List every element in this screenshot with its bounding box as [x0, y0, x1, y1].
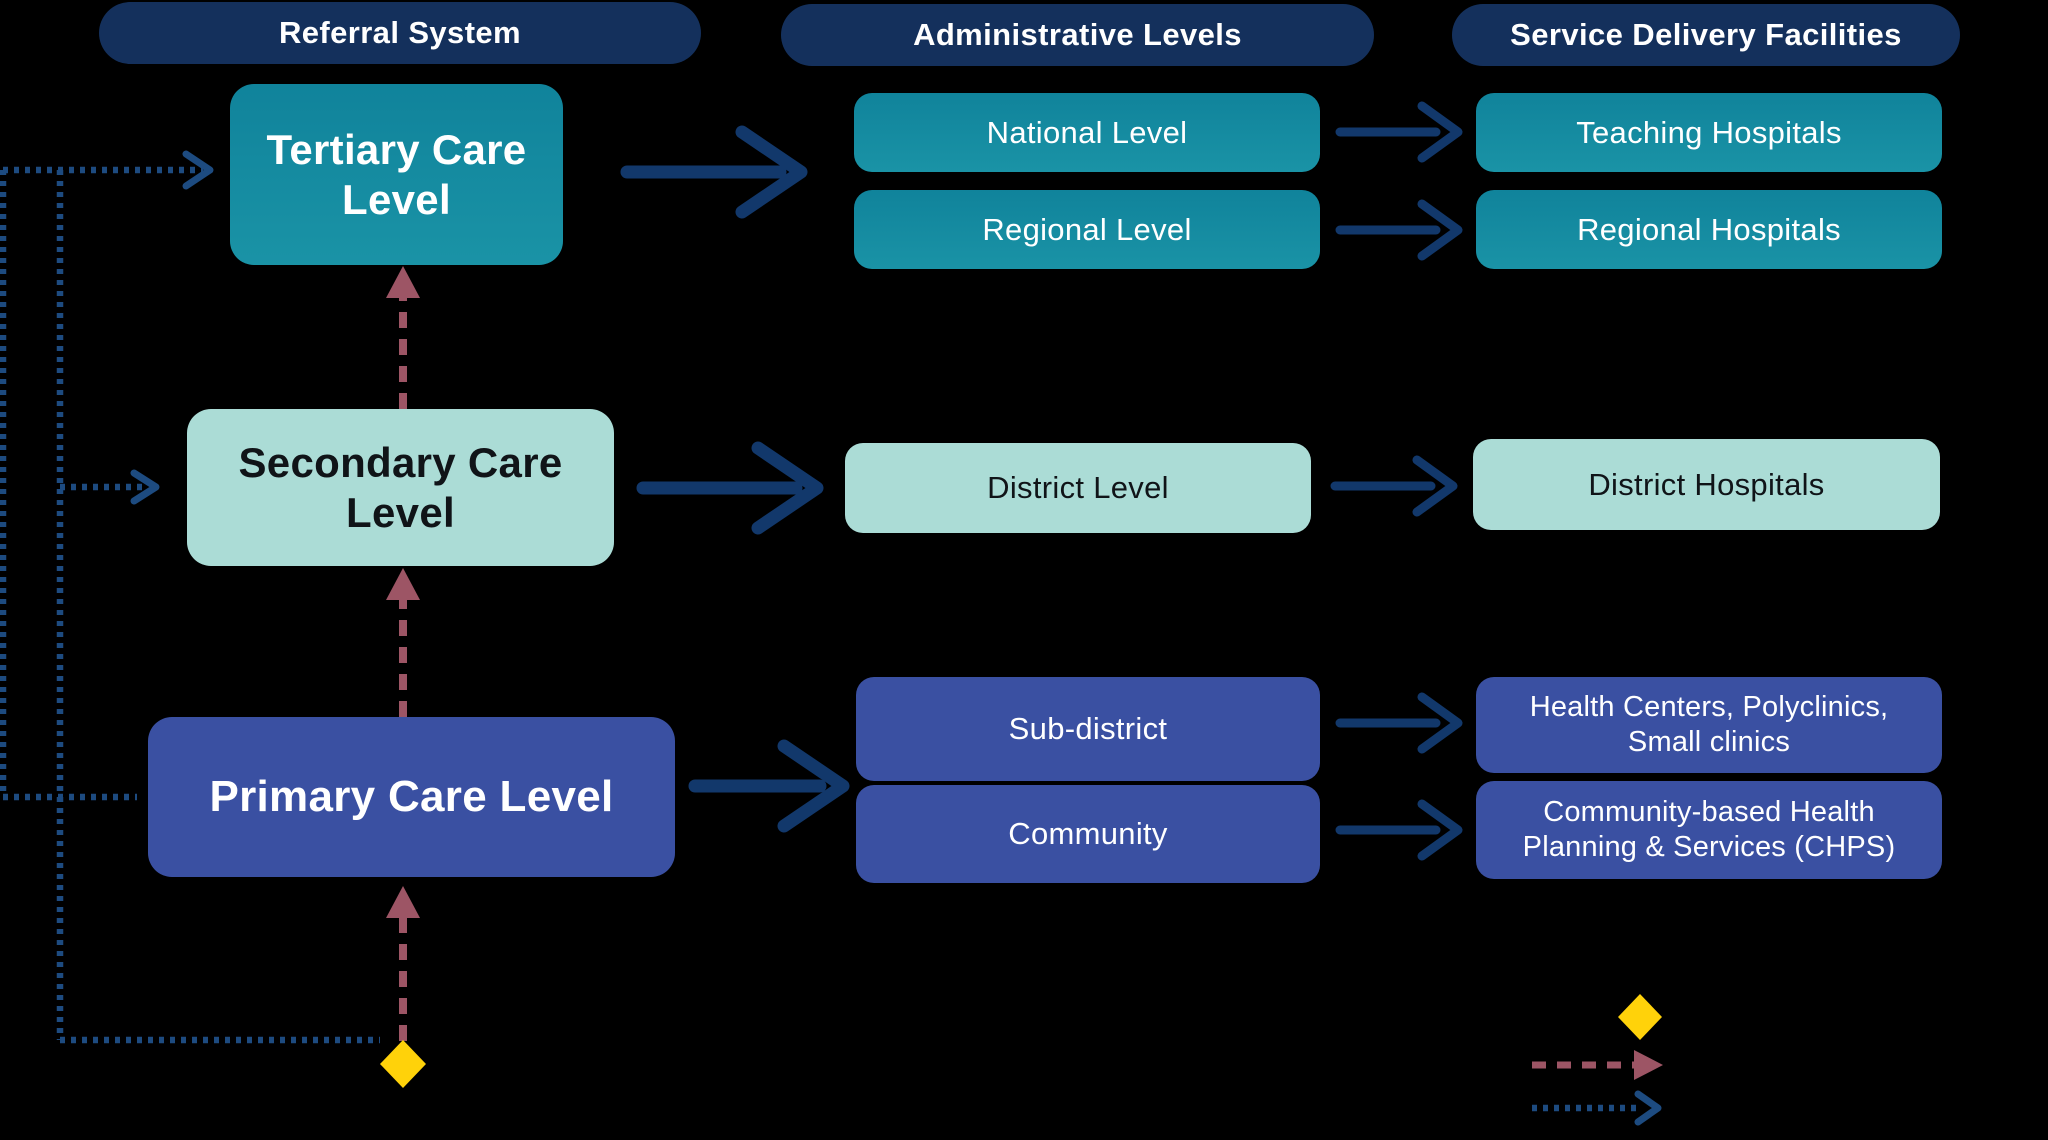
secondary-care-label: Secondary Care Level — [238, 438, 563, 536]
district-level-box: District Level — [845, 443, 1311, 533]
arrow-tertiary-to-admin — [620, 125, 808, 219]
arrow-subdistrict-to-health-centers — [1335, 692, 1463, 754]
community-box: Community — [856, 785, 1320, 883]
national-level-box: National Level — [854, 93, 1320, 172]
header-referral-system: Referral System — [99, 2, 701, 64]
header-service-delivery-facilities: Service Delivery Facilities — [1452, 4, 1960, 66]
regional-level-label: Regional Level — [982, 211, 1192, 247]
subdistrict-label: Sub-district — [1008, 711, 1168, 746]
referral-arrowhead-secondary — [386, 568, 420, 600]
dotted-arrowhead-tertiary — [182, 150, 214, 190]
regional-hospitals-label: Regional Hospitals — [1577, 211, 1841, 247]
entry-point-diamond-icon — [380, 1040, 426, 1088]
header-administrative-levels: Administrative Levels — [781, 4, 1374, 66]
referral-arrowhead-primary — [386, 886, 420, 918]
chps-label: Community-based Health Planning & Servic… — [1522, 795, 1896, 863]
header-administrative-levels-label: Administrative Levels — [913, 17, 1242, 52]
national-level-label: National Level — [986, 114, 1188, 150]
district-hospitals-label: District Hospitals — [1588, 466, 1825, 502]
arrow-national-to-teaching — [1335, 101, 1463, 163]
district-level-label: District Level — [987, 470, 1169, 505]
teaching-hospitals-box: Teaching Hospitals — [1476, 93, 1942, 172]
teaching-hospitals-label: Teaching Hospitals — [1576, 114, 1842, 150]
district-hospitals-box: District Hospitals — [1473, 439, 1940, 530]
header-referral-system-label: Referral System — [278, 15, 522, 50]
arrow-community-to-chps — [1335, 799, 1463, 861]
arrow-district-to-district-hospitals — [1330, 455, 1458, 517]
health-centers-box: Health Centers, Polyclinics, Small clini… — [1476, 677, 1942, 773]
primary-care-label: Primary Care Level — [209, 772, 614, 821]
community-label: Community — [1008, 816, 1168, 851]
regional-level-box: Regional Level — [854, 190, 1320, 269]
legend — [1532, 994, 1663, 1126]
arrow-regional-to-regional-hospitals — [1335, 199, 1463, 261]
tertiary-care-box: Tertiary Care Level — [230, 84, 563, 265]
arrow-primary-to-subdistrict — [688, 739, 850, 833]
legend-entry-diamond-icon — [1618, 994, 1662, 1040]
health-centers-label: Health Centers, Polyclinics, Small clini… — [1529, 690, 1889, 758]
legend-dotted-arrowhead — [1634, 1090, 1662, 1126]
dotted-arrowhead-secondary — [130, 469, 160, 505]
chps-box: Community-based Health Planning & Servic… — [1476, 781, 1942, 879]
legend-dashed-arrowhead — [1634, 1050, 1663, 1080]
header-service-delivery-facilities-label: Service Delivery Facilities — [1510, 17, 1902, 52]
referral-arrowhead-tertiary — [386, 266, 420, 298]
regional-hospitals-box: Regional Hospitals — [1476, 190, 1942, 269]
primary-care-box: Primary Care Level — [148, 717, 675, 877]
subdistrict-box: Sub-district — [856, 677, 1320, 781]
arrow-secondary-to-district — [636, 441, 824, 535]
tertiary-care-label: Tertiary Care Level — [266, 125, 527, 223]
secondary-care-box: Secondary Care Level — [187, 409, 614, 566]
